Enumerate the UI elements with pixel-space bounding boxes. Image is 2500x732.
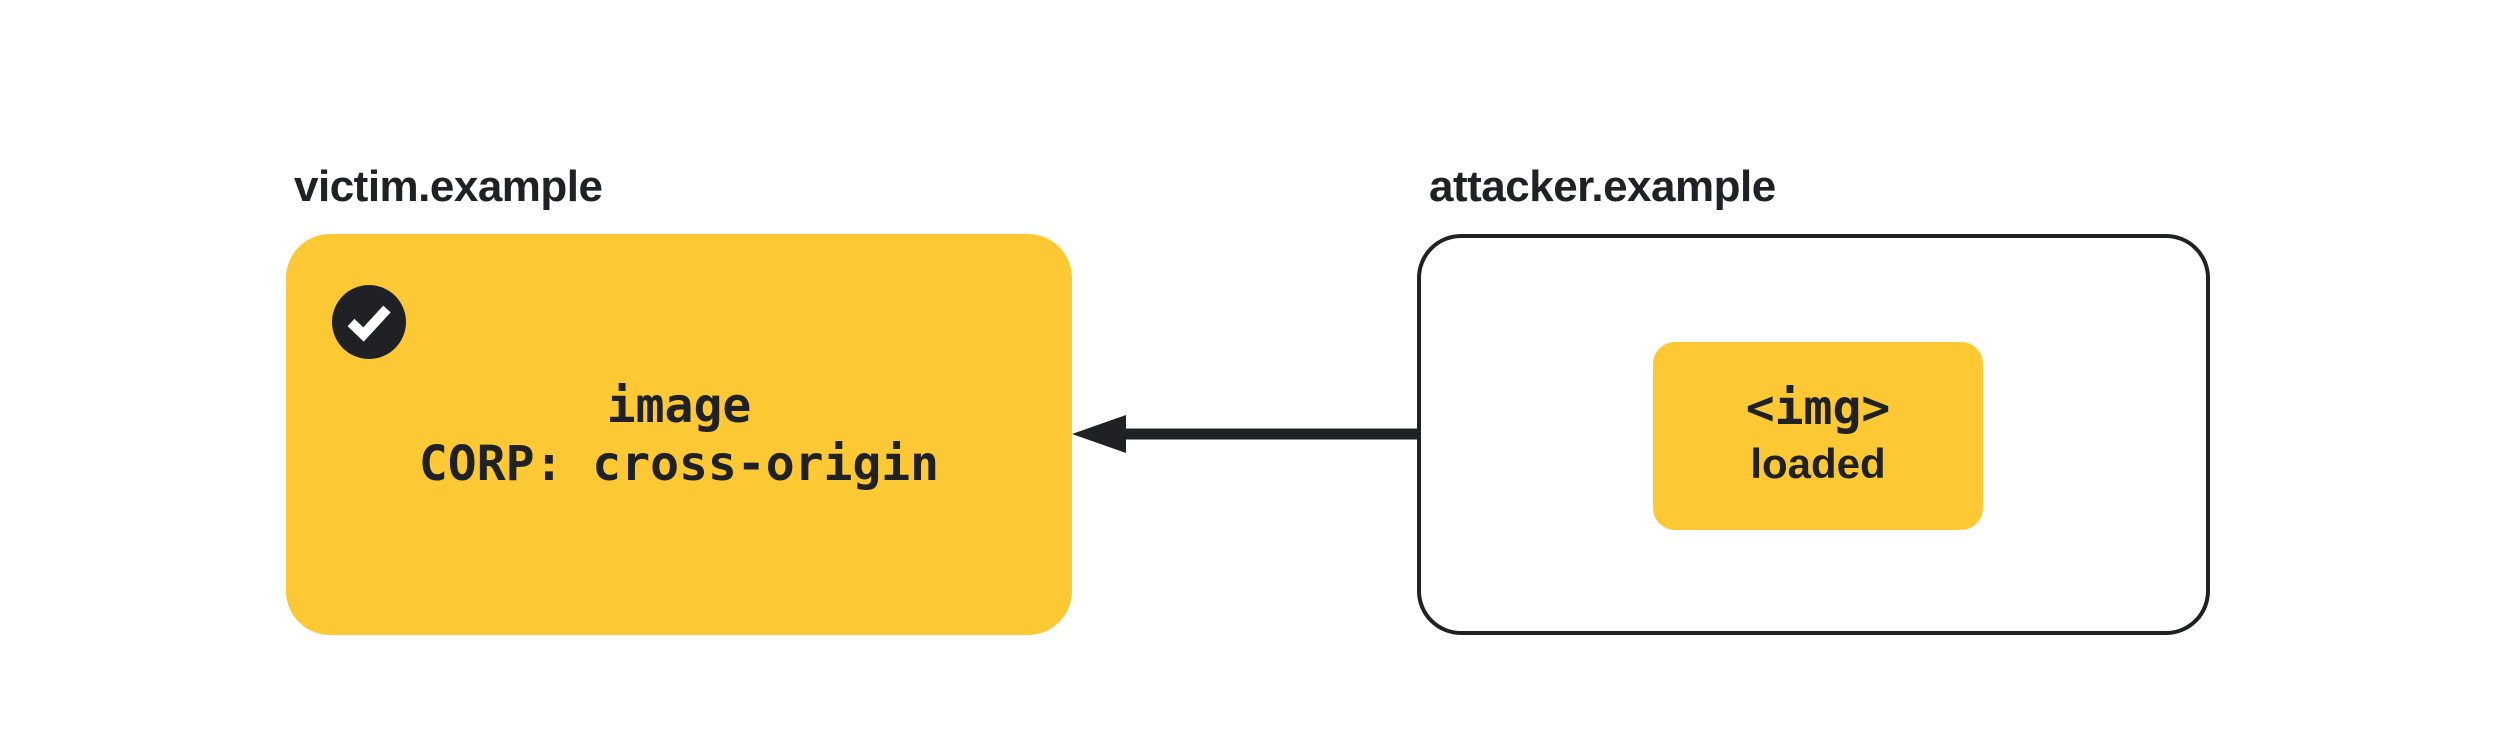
victim-domain-label: victim.example [294, 162, 603, 211]
img-loaded-chip: <img> loaded [1653, 342, 1983, 530]
img-tag-label: <img> [1745, 380, 1891, 436]
corp-header-label: CORP: cross-origin [418, 435, 940, 492]
attacker-page-box: <img> loaded [1417, 234, 2210, 635]
victim-resource-box: image CORP: cross-origin [286, 234, 1072, 635]
attacker-domain-label: attacker.example [1429, 162, 1776, 211]
resource-type-label: image [606, 377, 752, 434]
loaded-status-label: loaded [1750, 440, 1886, 487]
check-icon [332, 285, 406, 359]
